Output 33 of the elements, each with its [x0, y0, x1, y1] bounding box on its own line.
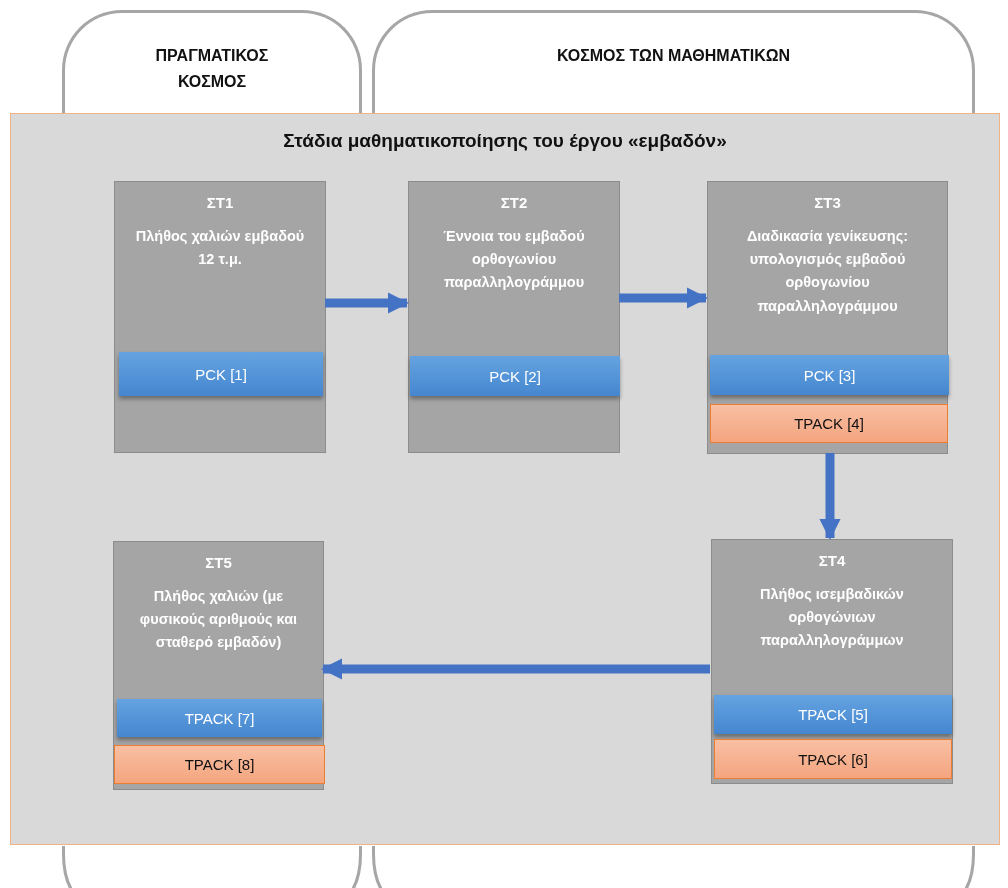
stage-box [408, 181, 620, 453]
arrow [325, 292, 410, 314]
knowledge-bar: PCK [2] [410, 356, 620, 396]
region-heading: ΠΡΑΓΜΑΤΙΚΟΣ ΚΟΣΜΟΣ [154, 46, 270, 92]
knowledge-bar: PCK [3] [710, 355, 949, 395]
knowledge-bar: TPACK [5] [714, 695, 952, 734]
stage-code: ΣΤ3 [813, 194, 842, 211]
knowledge-bar: TPACK [7] [117, 699, 322, 737]
stage-box [711, 539, 953, 784]
world-region [62, 10, 362, 113]
knowledge-bar: PCK [1] [119, 352, 323, 396]
world-region [372, 10, 975, 113]
panel-title: Στάδια μαθηματικοποίησης του έργου «εμβαδόν» [282, 130, 728, 152]
knowledge-bar: TPACK [4] [710, 404, 948, 443]
region-heading: ΚΟΣΜΟΣ ΤΩΝ ΜΑΘΗΜΑΤΙΚΩΝ [555, 46, 792, 66]
stage-code: ΣΤ5 [204, 554, 233, 571]
stage-description: Έννοια του εμβαδού ορθογωνίου παραλληλογράμμου [442, 227, 586, 293]
stage-box [113, 541, 324, 790]
stage-description: Διαδικασία γενίκευσης: υπολογισμός εμβαδού ορθογωνίου παραλληλογράμμου [745, 227, 910, 316]
arrow [619, 287, 709, 309]
stage-code: ΣΤ1 [205, 194, 235, 211]
stage-description: Πλήθος χαλιών εμβαδού 12 τ.μ. [134, 227, 306, 270]
stage-code: ΣΤ2 [499, 194, 529, 211]
stage-panel [10, 113, 1000, 845]
stage-description: Πλήθος χαλιών (με φυσικούς αριθμούς και σταθερό εμβαδόν) [138, 587, 299, 653]
arrow [819, 453, 841, 541]
stage-code: ΣΤ4 [817, 552, 847, 569]
stage-box [114, 181, 326, 453]
knowledge-bar: TPACK [8] [114, 745, 325, 784]
knowledge-bar: TPACK [6] [714, 739, 952, 779]
arrow [320, 658, 710, 680]
stage-box [707, 181, 948, 454]
stage-description: Πλήθος ισεμβαδικών ορθογώνιων παραλληλογράμμων [759, 585, 905, 651]
